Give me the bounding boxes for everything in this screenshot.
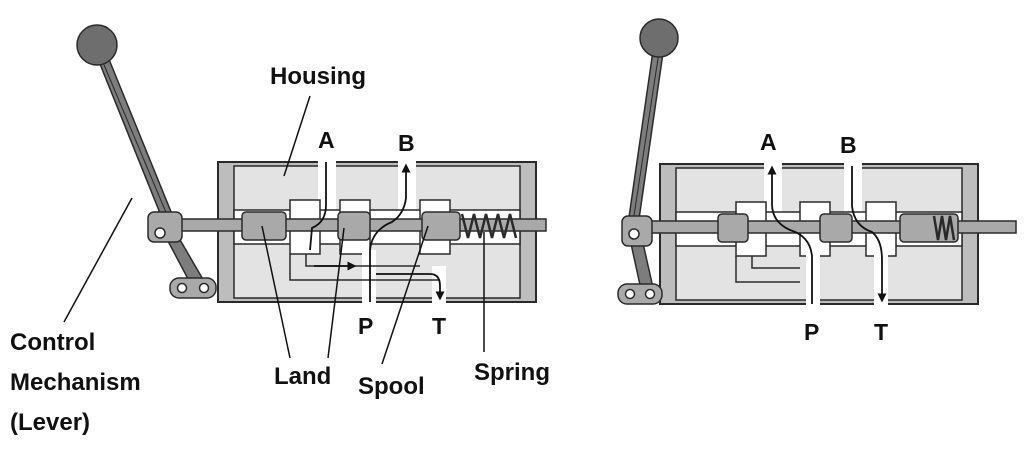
left-lever xyxy=(76,24,217,299)
left-port-b-label: B xyxy=(398,130,415,156)
spool-label: Spool xyxy=(358,373,425,400)
spring-label: Spring xyxy=(474,359,550,386)
right-lever xyxy=(617,18,679,305)
left-port-p-label: P xyxy=(358,313,373,339)
leader-lines xyxy=(63,95,485,365)
control-label-line1: Control xyxy=(10,329,95,356)
right-port-labels: A B P T xyxy=(760,129,888,345)
callout-labels: Housing Control Mechanism (Lever) Land S… xyxy=(10,63,550,436)
right-port-b-label: B xyxy=(840,132,857,158)
right-spring xyxy=(932,215,956,241)
left-port-labels: A B P T xyxy=(318,127,446,339)
left-flow-paths xyxy=(309,162,445,302)
right-port-p-label: P xyxy=(804,319,819,345)
control-label-line2: Mechanism xyxy=(10,369,141,396)
right-flow-paths xyxy=(767,165,887,304)
left-spool xyxy=(169,211,547,241)
left-port-a-label: A xyxy=(318,127,335,153)
right-valve xyxy=(617,18,1017,306)
right-port-a-label: A xyxy=(760,129,777,155)
left-spring xyxy=(460,213,518,239)
left-port-t-label: T xyxy=(432,313,446,339)
left-valve xyxy=(76,24,547,304)
control-label-line3: (Lever) xyxy=(10,409,90,436)
land-label: Land xyxy=(274,363,331,390)
right-port-t-label: T xyxy=(874,319,888,345)
housing-label: Housing xyxy=(270,63,366,90)
